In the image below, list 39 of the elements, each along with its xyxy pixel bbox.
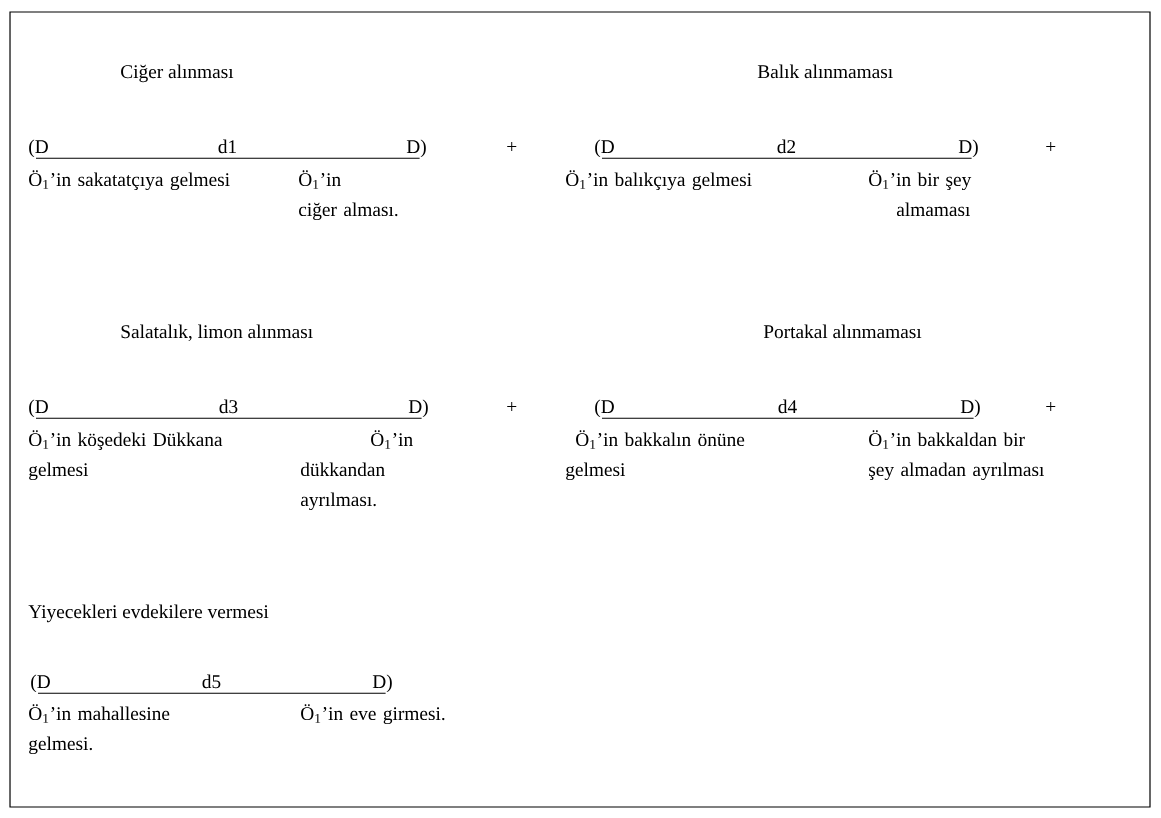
- edge-label: d4: [778, 399, 797, 414]
- connector-line: [37, 692, 387, 694]
- plus-sign: +: [1046, 402, 1056, 412]
- connector-line: [601, 157, 973, 159]
- event-description: Ö$_{1}$’in köşedeki Dükkana gelmesi: [29, 430, 223, 481]
- event-marker: D): [372, 674, 392, 693]
- event-marker: (D: [31, 674, 50, 693]
- plus-sign: +: [507, 142, 517, 152]
- edge-label: d2: [777, 139, 796, 154]
- segment-title: Balık alınmaması: [757, 64, 893, 79]
- segment-title: Portakal alınmaması: [763, 324, 922, 339]
- event-marker: (D: [595, 139, 614, 158]
- event-description: Ö$_{1}$’in mahallesine gelmesi.: [29, 704, 170, 755]
- segment-title: Salatalık, limon alınması: [121, 324, 313, 341]
- event-description: Ö$_{1}$’in ciğer alması.: [299, 170, 398, 221]
- edge-label: d5: [202, 674, 221, 689]
- event-description: Ö$_{1}$’in bir şey almaması: [869, 170, 972, 217]
- event-marker: D): [958, 139, 978, 158]
- segment-title: Ciğer alınması: [121, 64, 234, 83]
- connector-line: [35, 417, 423, 419]
- event-description: Ö$_{1}$’in bakkalın önüne gelmesi: [566, 430, 745, 481]
- plus-sign: +: [1046, 142, 1056, 152]
- event-description: Ö$_{1}$’in sakatatçıya gelmesi: [29, 170, 230, 191]
- connector-line: [601, 417, 975, 419]
- event-description: Ö$_{1}$’in bakkaldan bir şey almadan ayrılması: [869, 430, 1044, 481]
- event-marker: D): [406, 139, 426, 158]
- segment-title: Yiyecekleri evdekilere vermesi: [28, 604, 269, 623]
- event-marker: D): [960, 399, 980, 418]
- event-marker: (D: [29, 139, 48, 158]
- event-description: Ö$_{1}$’in balıkçıya gelmesi: [566, 170, 752, 191]
- event-description: Ö$_{1}$’in eve girmesi.: [301, 704, 445, 725]
- event-marker: (D: [595, 399, 614, 418]
- event-description: Ö$_{1}$’in dükkandan ayrılması.: [300, 430, 413, 511]
- event-marker: D): [408, 399, 428, 418]
- connector-line: [35, 157, 421, 159]
- edge-label: d1: [218, 139, 236, 154]
- event-marker: (D: [29, 399, 48, 418]
- plus-sign: +: [507, 402, 517, 412]
- edge-label: d3: [219, 399, 238, 414]
